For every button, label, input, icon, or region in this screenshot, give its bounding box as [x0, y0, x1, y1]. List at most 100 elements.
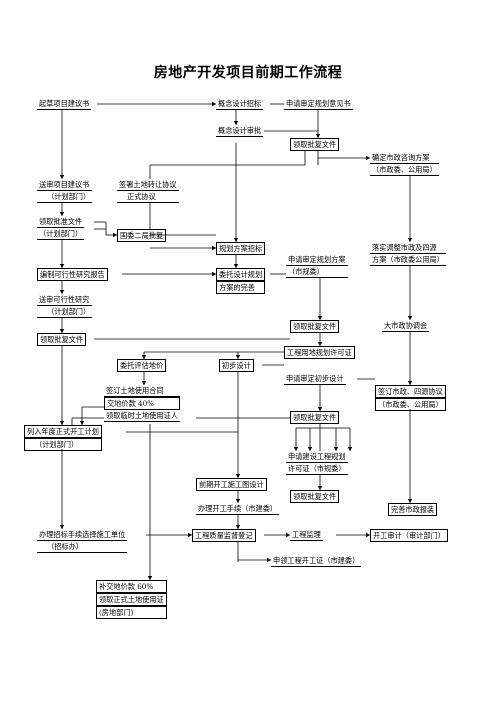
step-5: 领取批复文件 [290, 138, 340, 151]
step-26-line: 领取批复文件 [290, 411, 340, 424]
arrowhead [347, 447, 353, 451]
step-25-line: 签订市政、四源协议 [375, 385, 446, 398]
arrowhead [59, 421, 65, 425]
step-4-line: 概念设计审批 [216, 126, 264, 137]
arrowhead [267, 557, 271, 563]
step-29-line: 前期开工施工图设计 [196, 478, 267, 491]
step-7-line: 送审项目建议书 [37, 179, 93, 191]
step-6: 确定市政咨询方案（市政委、公用局） [370, 152, 439, 176]
arrowhead [113, 232, 117, 238]
step-30: 领取批复文件 [290, 490, 340, 503]
step-12: 落实调整市政及四源方案（市政委公用局） [370, 242, 446, 266]
arrowhead [366, 532, 370, 538]
arrowhead [407, 499, 413, 503]
step-2-line: 概念设计招标 [216, 99, 264, 110]
step-24-line: 签订土地使用合同 [104, 385, 180, 397]
arrowhead [407, 238, 413, 242]
step-23-line: 申请审定初步设计 [284, 374, 346, 385]
arrowhead [315, 134, 321, 138]
page-title: 房地产开发项目前期工作流程 [153, 65, 343, 81]
step-16-line: 送审可行性研究 [37, 294, 93, 306]
step-8-line: 正式协议 [117, 191, 179, 203]
step-11: 规划方案招标 [216, 242, 266, 255]
step-33-line: 办理招标手续选择施工单位 [37, 530, 128, 541]
arrowhead [317, 486, 323, 490]
step-1: 起草项目建议书 [37, 98, 92, 110]
step-38-line: 补交地价款 60% [96, 580, 167, 593]
step-31: 办理开工手续（市建委） [196, 503, 280, 515]
arrowhead [333, 447, 339, 451]
arrowhead [59, 329, 65, 333]
step-20-line: 工程用地规划许可证 [284, 346, 355, 359]
arrowhead [147, 576, 153, 580]
step-28-line: 申请建设工程规划 [286, 452, 348, 463]
arrowhead [59, 264, 65, 268]
step-32-line: 完善市政报装 [388, 503, 438, 516]
arrowhead [293, 447, 299, 451]
step-38: 补交地价款 60%领取正式土地使用证(房地部门) [96, 580, 167, 619]
step-8: 签署土地转让协议正式协议 [117, 179, 179, 203]
step-14: 委托设计规划方案的完善 [216, 268, 266, 294]
step-16: 送审可行性研究（计划部门） [37, 294, 93, 318]
arrowhead [366, 155, 370, 161]
arrowhead [188, 532, 192, 538]
step-36-line: 开工审计（审计部门） [370, 529, 448, 542]
step-21: 委托评估地价 [117, 359, 167, 372]
step-34-line: 工程质量监督登记 [192, 529, 256, 542]
step-7: 送审项目建议书（计划部门） [37, 179, 93, 203]
arrowhead [212, 245, 216, 251]
arrowhead [233, 264, 239, 268]
step-31-line: 办理开工手续（市建委） [196, 504, 280, 515]
step-22: 初步设计 [219, 359, 254, 372]
step-15: 申请审定规划方案（市规委） [286, 254, 348, 278]
step-12-line: 方案（市政委公用局） [370, 255, 446, 266]
step-38-line: (房地部门) [96, 606, 167, 619]
arrowhead [59, 212, 65, 216]
step-24: 签订土地使用合同交地价款 40%领取临时土地使用证人 [104, 385, 180, 422]
step-17: 领取批复文件 [290, 320, 340, 333]
step-2: 概念设计招标 [216, 98, 264, 110]
step-24-line: 领取临时土地使用证人 [104, 411, 180, 422]
step-22-line: 初步设计 [219, 359, 254, 372]
arrowhead [141, 381, 147, 385]
step-4: 概念设计审批 [216, 125, 264, 137]
step-9: 领取批准文件（计划部门） [37, 216, 85, 240]
step-12-line: 落实调整市政及四源 [370, 242, 446, 254]
step-6-line: （市政委、公用局） [370, 165, 439, 176]
step-35-line: 工程监理 [290, 530, 323, 541]
arrowhead [317, 407, 323, 411]
step-16-line: （计划部门） [37, 306, 93, 318]
arrowhead [212, 101, 216, 107]
step-20: 工程用地规划许可证 [284, 346, 355, 359]
step-37-line: 申领工程开工证（市建委） [271, 556, 362, 567]
step-25: 签订市政、四源协议（市政委、公用局） [375, 385, 446, 411]
step-3: 申请审定规划意见书 [284, 98, 353, 110]
step-27-line: （计划部门） [24, 438, 102, 451]
step-29: 前期开工施工图设计 [196, 478, 267, 491]
step-3-line: 申请审定规划意见书 [284, 99, 353, 110]
arrowhead [235, 525, 241, 529]
step-38-line: 领取正式土地使用证 [96, 593, 167, 606]
step-6-line: 确定市政咨询方案 [370, 152, 439, 164]
step-27: 列入年度正式开工计划（计划部门） [24, 425, 102, 451]
step-26: 领取批复文件 [290, 411, 340, 424]
step-21-line: 委托评估地价 [117, 359, 167, 372]
step-34: 工程质量监督登记 [192, 529, 256, 542]
step-13-line: 编制可行性研究报告 [37, 268, 108, 281]
arrowhead [286, 532, 290, 538]
step-18-line: 大市政协调会 [382, 321, 430, 332]
step-17-line: 领取批复文件 [290, 320, 340, 333]
step-30-line: 领取批复文件 [290, 490, 340, 503]
step-33-line: （招标办） [37, 541, 128, 553]
arrowhead [407, 316, 413, 320]
arrowhead [212, 271, 216, 277]
step-19-line: 领取批复文件 [37, 333, 87, 346]
step-14-line: 委托设计规划 [216, 268, 266, 281]
arrowhead [79, 421, 85, 425]
step-23: 申请审定初步设计 [284, 373, 346, 385]
step-5-line: 领取批复文件 [290, 138, 340, 151]
arrowhead [235, 499, 241, 503]
step-24-line: 交地价款 40% [104, 397, 180, 410]
step-8-line: 签署土地转让协议 [117, 180, 179, 191]
